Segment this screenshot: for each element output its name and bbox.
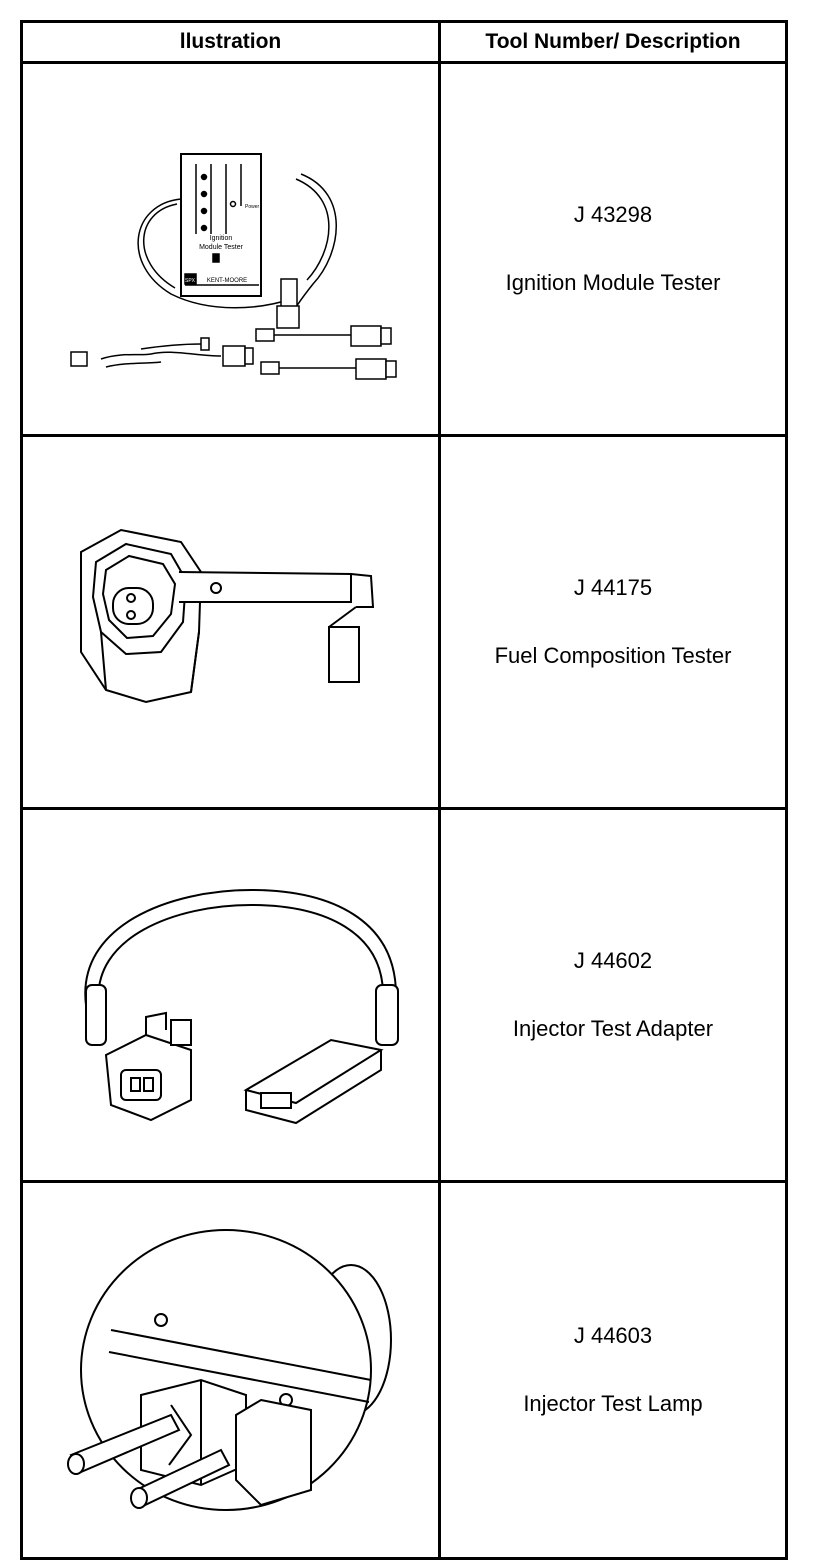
row-divider xyxy=(23,61,785,64)
tool-description: Fuel Composition Tester xyxy=(494,643,732,668)
column-divider xyxy=(438,23,441,1557)
injector-test-adapter-illustration xyxy=(51,865,411,1125)
tool-table: llustration Tool Number/ Description xyxy=(20,20,788,1560)
table-row: Ignition Module Tester Power KENT-MOORE … xyxy=(23,64,785,434)
table-row: J 44603 Injector Test Lamp xyxy=(23,1183,785,1557)
device-label: KENT-MOORE xyxy=(206,278,246,284)
tool-number: J 44602 xyxy=(573,948,653,973)
header-tool-description: Tool Number/ Description xyxy=(485,30,741,53)
tool-number: J 43298 xyxy=(573,202,653,227)
table-row: J 44175 Fuel Composition Tester xyxy=(23,437,785,807)
row-divider xyxy=(23,807,785,810)
description-cell: J 44175 Fuel Composition Tester xyxy=(441,437,785,807)
description-cell: J 43298 Ignition Module Tester xyxy=(441,64,785,434)
illustration-cell xyxy=(23,810,438,1180)
tool-number: J 44603 xyxy=(573,1323,653,1348)
description-cell: J 44602 Injector Test Adapter xyxy=(441,810,785,1180)
header-illustration: llustration xyxy=(179,30,282,53)
device-label: Power xyxy=(245,204,260,210)
device-label: Ignition xyxy=(209,235,232,242)
illustration-cell xyxy=(23,437,438,807)
tool-description: Injector Test Adapter xyxy=(512,1016,714,1041)
tool-description: Ignition Module Tester xyxy=(505,270,721,295)
row-divider xyxy=(23,1180,785,1183)
row-divider xyxy=(23,434,785,437)
illustration-cell: Ignition Module Tester Power KENT-MOORE … xyxy=(23,64,438,434)
device-label: Module Tester xyxy=(199,244,244,251)
tool-number: J 44175 xyxy=(573,575,653,600)
injector-test-lamp-illustration xyxy=(51,1220,411,1520)
table-row: J 44602 Injector Test Adapter xyxy=(23,810,785,1180)
illustration-cell xyxy=(23,1183,438,1557)
fuel-composition-tester-illustration xyxy=(51,522,411,722)
device-label: SPX xyxy=(184,278,195,284)
description-cell: J 44603 Injector Test Lamp xyxy=(441,1183,785,1557)
ignition-module-tester-illustration: Ignition Module Tester Power KENT-MOORE … xyxy=(51,94,411,404)
tool-description: Injector Test Lamp xyxy=(523,1391,703,1416)
